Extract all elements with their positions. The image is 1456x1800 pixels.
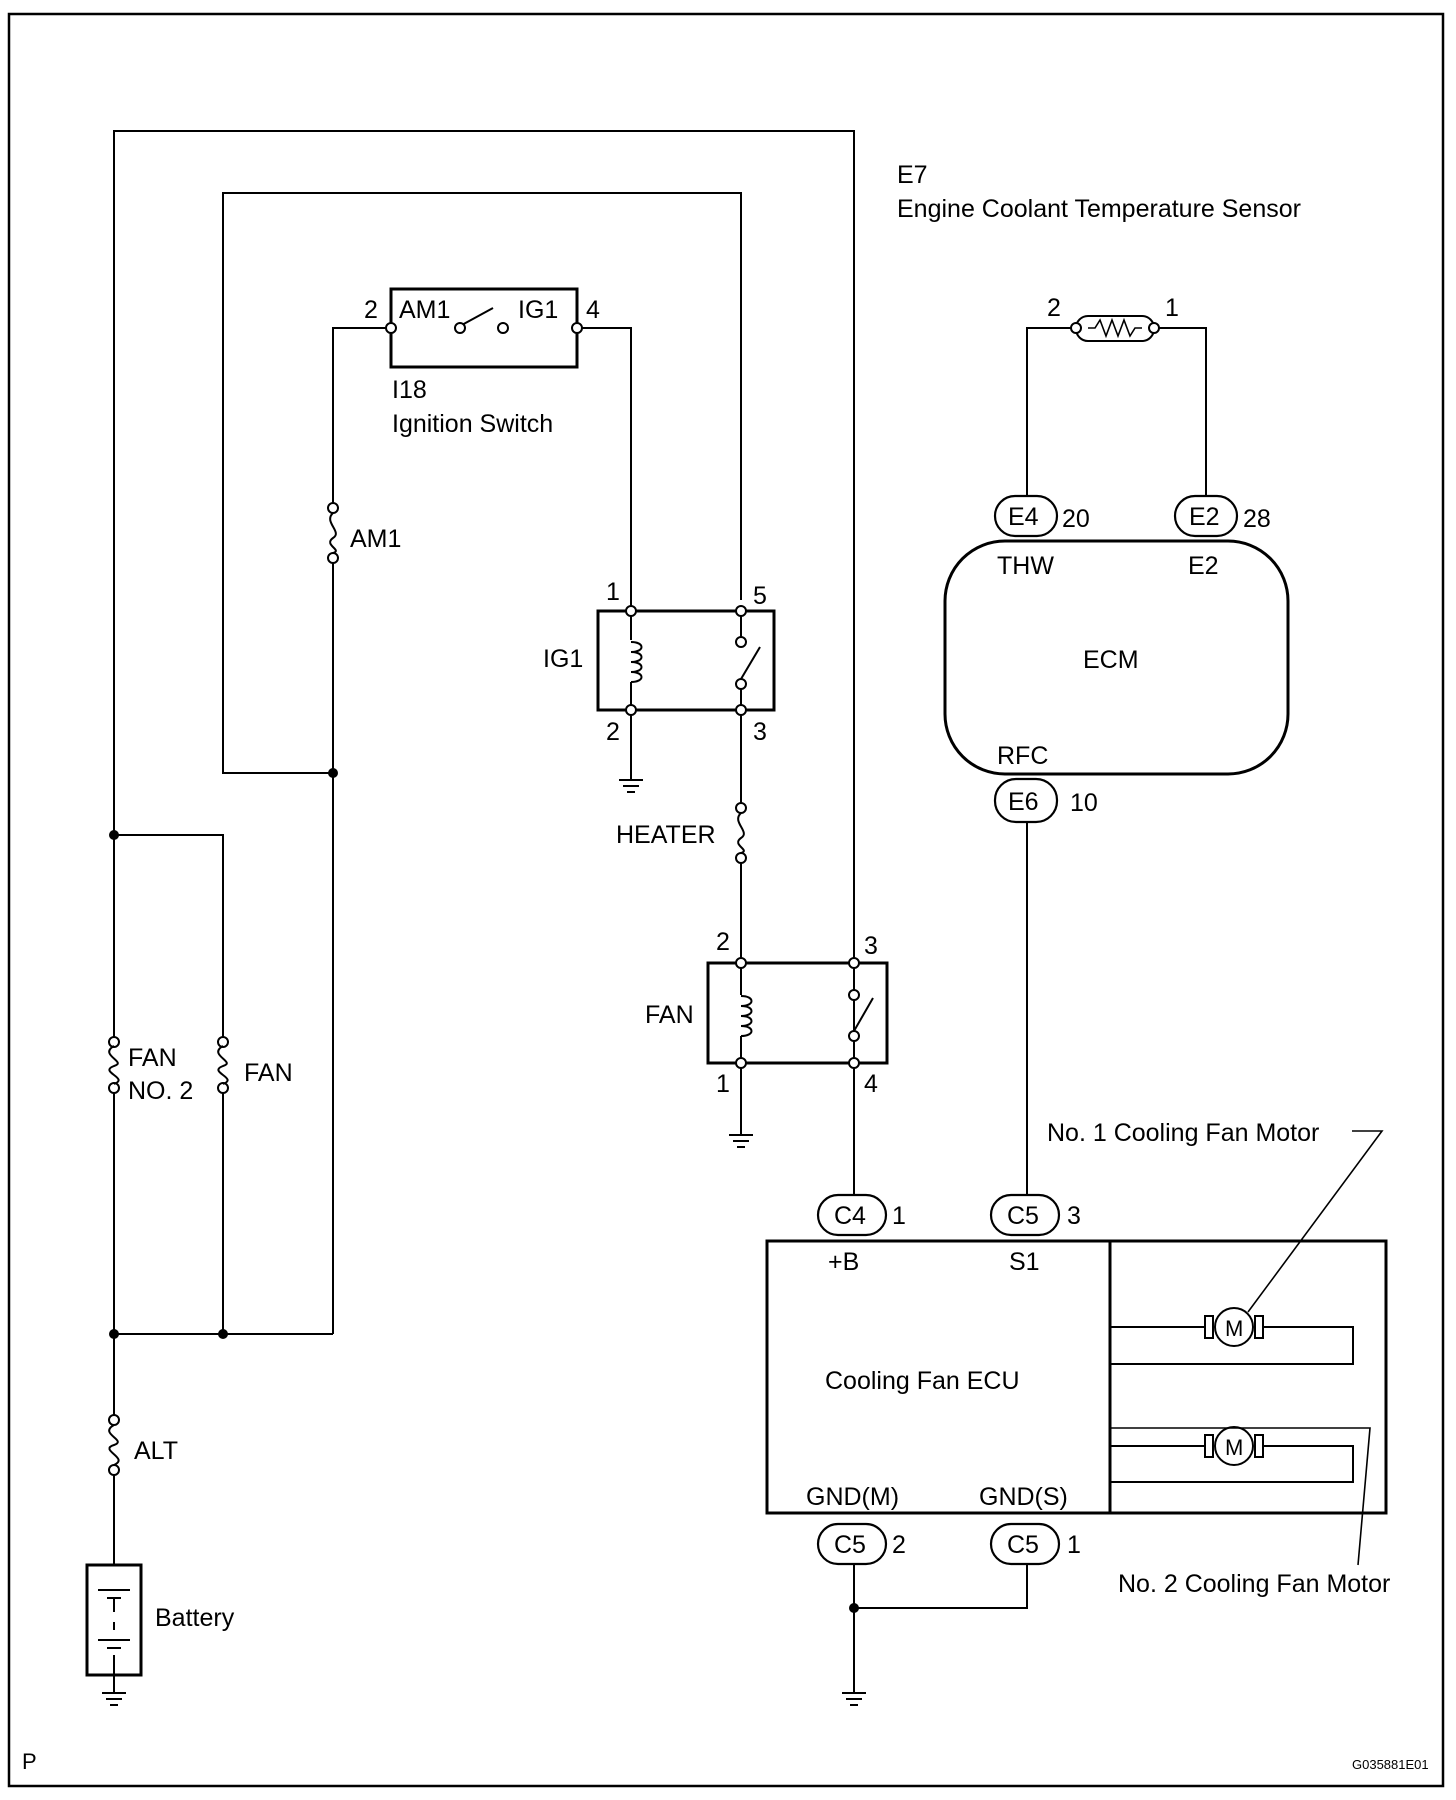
ig1-relay-pin-3: 3 bbox=[753, 718, 767, 746]
fan-ecu-connector-c4: C4 bbox=[834, 1202, 866, 1230]
relay-coil-icon bbox=[740, 995, 753, 1037]
battery-icon bbox=[98, 1589, 130, 1649]
fan-ecu-terminal-s1: S1 bbox=[1009, 1248, 1040, 1276]
relay-coil-icon bbox=[630, 641, 643, 683]
ecm-pin-20: 20 bbox=[1062, 505, 1090, 533]
ground-icon bbox=[102, 1692, 126, 1706]
footer-left: P bbox=[22, 1749, 37, 1774]
fuse-fan-label: FAN bbox=[244, 1059, 293, 1087]
motor-icon: M bbox=[1204, 1307, 1264, 1347]
fan-relay-pin-3: 3 bbox=[864, 932, 878, 960]
battery-label: Battery bbox=[155, 1604, 235, 1632]
ecm-label: ECM bbox=[1083, 646, 1139, 674]
fan-ecu-pin-3: 3 bbox=[1067, 1202, 1081, 1230]
switch-contact-icon bbox=[459, 307, 494, 327]
fuse-alt-label: ALT bbox=[134, 1437, 178, 1465]
sensor-code: E7 bbox=[897, 161, 928, 189]
ignition-pin-2: 2 bbox=[364, 296, 378, 324]
motor1-leader bbox=[1247, 1130, 1384, 1313]
fan-ecu-pin-1b: 1 bbox=[1067, 1531, 1081, 1559]
footer-figure-id: G035881E01 bbox=[1352, 1757, 1429, 1772]
ground-icon bbox=[619, 779, 643, 793]
ecm-connector-e4: E4 bbox=[1008, 503, 1039, 531]
fan-relay-pin-4: 4 bbox=[864, 1070, 878, 1098]
fuse-fan-no2: FAN NO. 2 bbox=[108, 1036, 193, 1105]
ignition-label-ig1: IG1 bbox=[518, 296, 558, 324]
fuse-heater-label: HEATER bbox=[616, 821, 716, 849]
fan-relay-pin-1: 1 bbox=[716, 1070, 730, 1098]
ecm-terminal-thw: THW bbox=[997, 552, 1054, 580]
ecm-pin-28: 28 bbox=[1243, 505, 1271, 533]
ignition-switch: 2 AM1 IG1 4 I18 Ignition Switch bbox=[364, 287, 600, 438]
ignition-code: I18 bbox=[392, 376, 427, 404]
sensor-pin-2: 2 bbox=[1047, 294, 1061, 322]
fan-ecu-connector-c5-gnd-m: C5 bbox=[834, 1531, 866, 1559]
ecm-connector-e6: E6 bbox=[1008, 788, 1039, 816]
sensor-pin-1: 1 bbox=[1165, 294, 1179, 322]
fuse-heater: HEATER bbox=[616, 802, 747, 864]
thermistor-icon bbox=[1088, 317, 1142, 339]
motor1-label: No. 1 Cooling Fan Motor bbox=[1047, 1119, 1319, 1147]
fan-ecu-pin-1: 1 bbox=[892, 1202, 906, 1230]
fan-relay: FAN 2 3 1 4 bbox=[645, 928, 889, 1098]
fan-ecu-terminal-gnd-s: GND(S) bbox=[979, 1483, 1068, 1511]
fan-ecu-connector-c5-gnd-s: C5 bbox=[1007, 1531, 1039, 1559]
battery: Battery bbox=[85, 1563, 235, 1677]
fuse-alt: ALT bbox=[108, 1414, 178, 1476]
ecm-pin-10: 10 bbox=[1070, 789, 1098, 817]
ecm-terminal-rfc: RFC bbox=[997, 742, 1048, 770]
fan-ecu-connector-c5-s1: C5 bbox=[1007, 1202, 1039, 1230]
ecm: ECM E4 20 THW E2 28 E2 RFC E6 10 bbox=[943, 494, 1290, 824]
sensor-name: Engine Coolant Temperature Sensor bbox=[897, 195, 1301, 223]
ignition-name: Ignition Switch bbox=[392, 410, 553, 438]
motor-icon: M bbox=[1204, 1426, 1264, 1466]
fan-ecu-label: Cooling Fan ECU bbox=[825, 1367, 1020, 1395]
fuse-fan-no2-label-1: FAN bbox=[128, 1044, 177, 1072]
ecm-connector-e2: E2 bbox=[1189, 503, 1220, 531]
fan-relay-label: FAN bbox=[645, 1001, 694, 1029]
junction-dots bbox=[109, 768, 859, 1613]
ground-icon bbox=[729, 1134, 753, 1148]
relay-switch-icon bbox=[853, 997, 874, 1032]
ignition-label-am1: AM1 bbox=[399, 296, 450, 324]
motor2-label: No. 2 Cooling Fan Motor bbox=[1118, 1570, 1390, 1598]
ig1-relay-pin-5: 5 bbox=[753, 582, 767, 610]
motor1-symbol: M bbox=[1225, 1316, 1243, 1341]
fan-ecu-pin-2: 2 bbox=[892, 1531, 906, 1559]
fuse-am1: AM1 bbox=[327, 502, 401, 564]
ground-icon bbox=[842, 1692, 866, 1706]
ig1-relay: IG1 1 5 2 3 bbox=[543, 578, 776, 746]
ecm-terminal-e2: E2 bbox=[1188, 552, 1219, 580]
motor2-symbol: M bbox=[1225, 1435, 1243, 1460]
fuse-am1-label: AM1 bbox=[350, 525, 401, 553]
fuse-fan-no2-label-2: NO. 2 bbox=[128, 1077, 193, 1105]
fuse-fan: FAN bbox=[217, 1036, 293, 1094]
coolant-temp-sensor: E7 Engine Coolant Temperature Sensor 2 1 bbox=[897, 161, 1301, 342]
ig1-relay-label: IG1 bbox=[543, 645, 583, 673]
motor2-leader bbox=[1110, 1427, 1371, 1566]
ig1-relay-pin-2: 2 bbox=[606, 718, 620, 746]
fan-ecu-terminal-gnd-m: GND(M) bbox=[806, 1483, 899, 1511]
diagram-frame bbox=[7, 12, 1445, 1788]
ignition-pin-4: 4 bbox=[586, 296, 600, 324]
relay-switch-icon bbox=[740, 646, 761, 680]
ig1-relay-pin-1: 1 bbox=[606, 578, 620, 606]
fan-relay-pin-2: 2 bbox=[716, 928, 730, 956]
cooling-fan-ecu: Cooling Fan ECU C4 1 +B C5 3 S1 GND(M) C… bbox=[765, 1193, 1388, 1566]
wires bbox=[113, 130, 1207, 1693]
fan-ecu-terminal-b: +B bbox=[828, 1248, 859, 1276]
